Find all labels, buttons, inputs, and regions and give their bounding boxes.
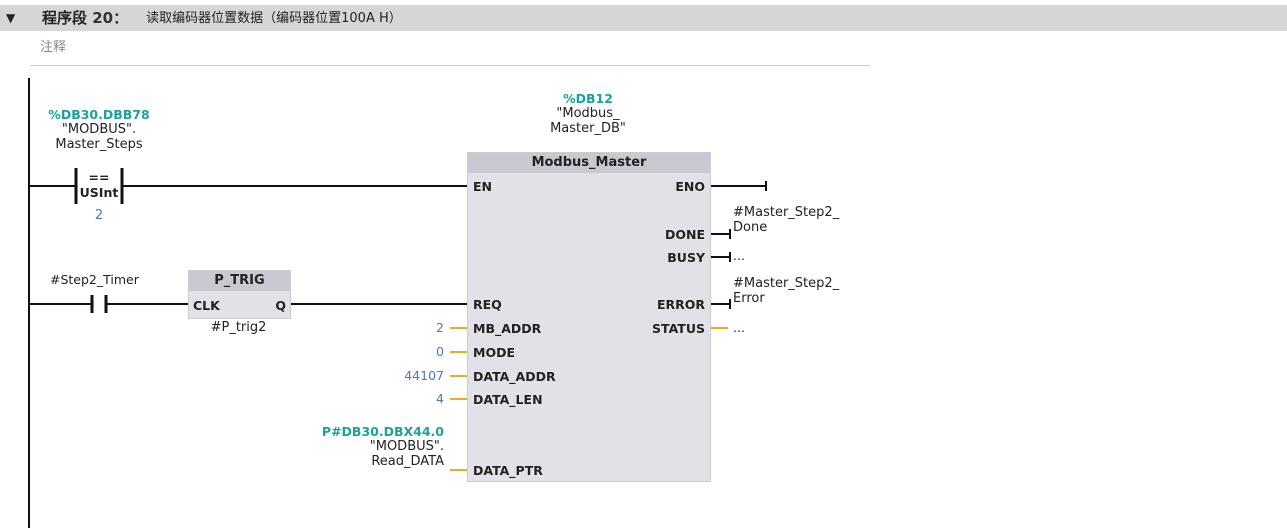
ptr-tag: "MODBUS". [369,439,444,454]
network-label: 程序段 20： [42,9,128,27]
busy-operand[interactable]: ... [733,248,745,263]
ptrig-clk-pin: CLK [193,298,220,313]
pin-req: REQ [473,297,502,312]
pin-busy: BUSY [667,250,705,265]
error-tag: #Master_Step2_ [733,276,840,291]
db-name: "Modbus_ [556,106,620,121]
block-title: Modbus_Master [468,153,710,173]
error-tag-2: Error [733,291,765,306]
modbus-master-block[interactable]: Modbus_Master EN REQ MB_ADDR MODE DATA_A… [467,152,711,482]
ptrig-instance[interactable]: #P_trig2 [210,320,267,335]
contact-tag[interactable]: #Step2_Timer [50,272,139,287]
ptrig-q-pin: Q [275,298,286,313]
compare-contact[interactable]: == USInt [78,170,120,200]
compare-contact-operand[interactable]: %DB30.DBB78 "MODBUS". Master_Steps [40,107,158,152]
ptrig-title: P_TRIG [189,271,290,291]
ptr-address: P#DB30.DBX44.0 [321,424,444,439]
pin-data-addr: DATA_ADDR [473,369,556,384]
operand-address: %DB30.DBB78 [48,107,150,122]
pin-data-len: DATA_LEN [473,392,543,407]
pin-done: DONE [664,227,705,242]
comment-field[interactable]: 注释 [30,31,870,66]
db-name-2: Master_DB" [550,121,626,136]
db-address: %DB12 [563,91,613,106]
error-operand[interactable]: #Master_Step2_ Error [733,276,839,306]
pin-status: STATUS [652,321,705,336]
mode-value[interactable]: 0 [436,344,444,359]
done-tag: #Master_Step2_ [733,205,840,220]
data-len-value[interactable]: 4 [436,391,444,406]
network-label-text: 程序段 [42,9,88,27]
network-title[interactable]: 读取编码器位置数据（编码器位置100A H） [146,10,402,26]
ptrig-block[interactable]: P_TRIG CLK Q [188,270,291,319]
operand-tag-2: Master_Steps [55,137,143,152]
pin-mode: MODE [473,345,515,360]
mb-addr-value[interactable]: 2 [436,320,444,335]
pin-en: EN [473,179,493,194]
instance-db[interactable]: %DB12 "Modbus_ Master_DB" [530,91,646,136]
status-operand[interactable]: ... [733,320,745,335]
compare-type: USInt [79,185,119,200]
pin-eno: ENO [675,179,705,194]
pin-data-ptr: DATA_PTR [473,463,543,478]
pin-error: ERROR [656,297,705,312]
compare-op: == [88,170,110,185]
data-ptr-operand[interactable]: P#DB30.DBX44.0 "MODBUS". Read_DATA [322,424,444,469]
comment-placeholder: 注释 [40,40,67,55]
ptr-tag-2: Read_DATA [371,454,444,469]
pin-mb-addr: MB_ADDR [473,321,542,336]
collapse-triangle-icon[interactable]: ▼ [6,10,16,25]
network-header[interactable]: ▼ 程序段 20： 读取编码器位置数据（编码器位置100A H） [0,5,1287,31]
done-tag-2: Done [733,220,768,235]
operand-tag: "MODBUS". [61,122,137,137]
data-addr-value[interactable]: 44107 [404,368,444,383]
done-operand[interactable]: #Master_Step2_ Done [733,205,839,235]
network-number: 20： [92,9,129,27]
compare-value[interactable]: 2 [94,208,104,223]
